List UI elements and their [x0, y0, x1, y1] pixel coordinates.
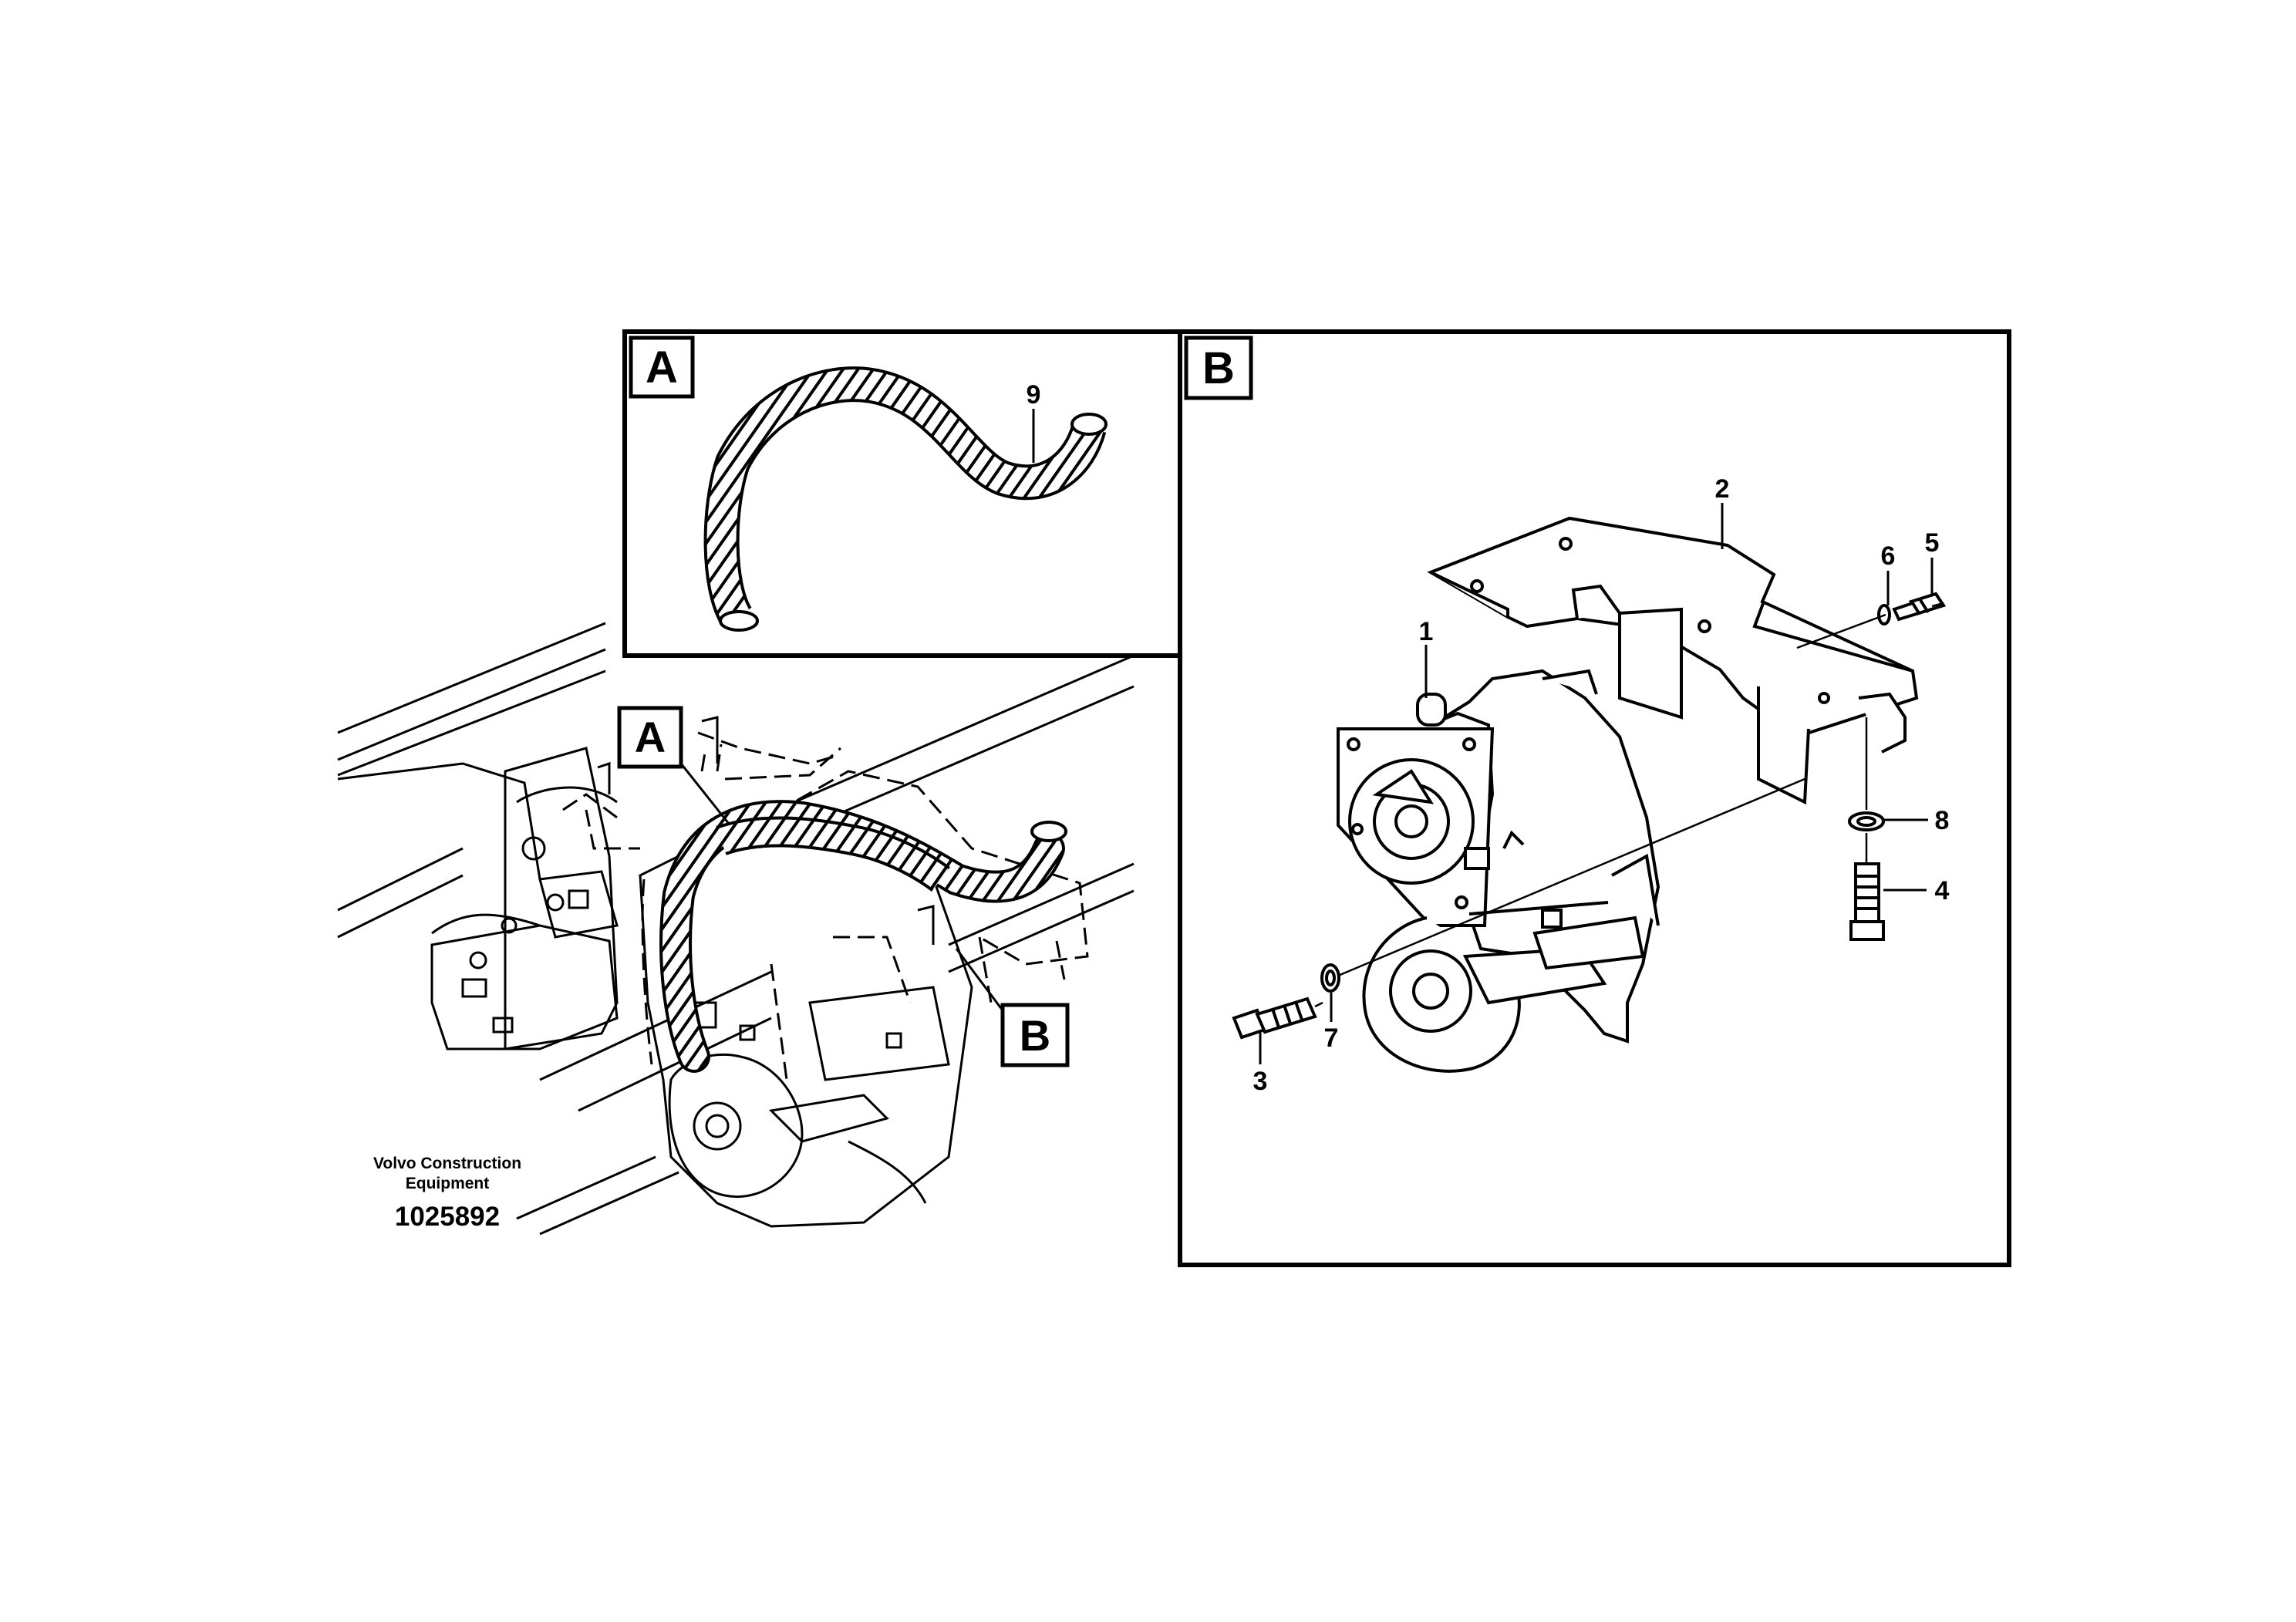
callout-7: 7 — [1324, 1023, 1339, 1053]
mounting-bracket — [1427, 516, 1919, 805]
overview-callout-b-text: B — [1020, 1011, 1050, 1060]
overview-dashed-bracket — [562, 731, 1089, 1081]
frame-rails — [337, 622, 1135, 1236]
overview-callout-b: B — [955, 948, 1070, 1067]
view-a-tag: A — [646, 342, 678, 393]
overview-hose-wrap — [659, 800, 1067, 1073]
callout-8: 8 — [1935, 806, 1950, 835]
spiral-wrap-hose — [703, 366, 1108, 632]
callout-2: 2 — [1715, 474, 1730, 504]
detail-a-panel: A 9 — [622, 329, 1182, 658]
assembly-lines — [1314, 602, 1944, 1008]
side-bolt — [1232, 996, 1317, 1040]
side-washer — [1320, 963, 1340, 993]
callout-6: 6 — [1881, 541, 1896, 571]
overview-illustration — [337, 622, 1135, 1236]
view-b-tag: B — [1202, 343, 1235, 393]
bottom-washer — [1848, 811, 1885, 831]
figure-number: 1025892 — [394, 1202, 501, 1232]
callout-3: 3 — [1253, 1067, 1268, 1096]
company-name-line1: Volvo Construction — [373, 1155, 522, 1172]
callout-9: 9 — [1027, 380, 1041, 410]
company-name-line2: Equipment — [405, 1175, 490, 1192]
overview-posts — [597, 716, 935, 945]
gearbox-assembly — [1337, 669, 1660, 1073]
bottom-bolt — [1849, 862, 1885, 941]
overview-pump — [430, 870, 619, 1050]
callout-4: 4 — [1935, 876, 1950, 905]
leader-lines — [1259, 503, 1934, 1064]
callout-1: 1 — [1419, 617, 1434, 646]
top-bolt — [1892, 592, 1947, 622]
overview-callout-a-text: A — [635, 713, 666, 761]
detail-b-panel: B — [1178, 329, 2011, 1267]
callout-5: 5 — [1925, 528, 1940, 558]
overview-callout-a: A — [617, 706, 730, 824]
figure-credit: Volvo Construction Equipment 1025892 — [339, 1154, 555, 1234]
